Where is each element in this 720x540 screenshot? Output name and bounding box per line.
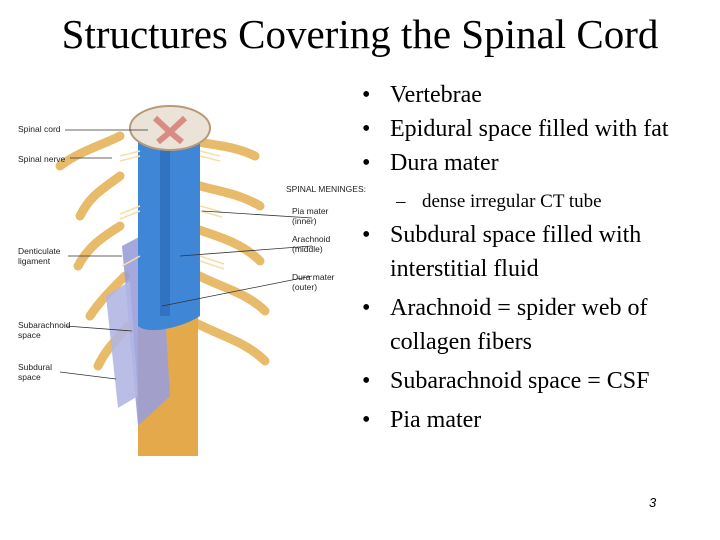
sub-bullet-text: dense irregular CT tube: [422, 191, 602, 212]
bullet-text: Dura mater: [390, 150, 499, 176]
label-dura-mater-note: (outer): [292, 282, 318, 292]
label-meninges-heading: SPINAL MENINGES:: [286, 184, 366, 194]
bullet-text-line1: Subdural space filled with: [390, 222, 642, 248]
label-denticulate-line2: ligament: [18, 256, 51, 266]
bullet-text: Epidural space filled with fat: [390, 116, 669, 142]
bullet-text-line2: collagen fibers: [390, 329, 532, 355]
label-spinal-cord: Spinal cord: [18, 124, 61, 134]
label-subdural-space: Subdural space: [18, 362, 52, 382]
bullet-marker: •: [362, 368, 371, 394]
bullet-marker: •: [362, 82, 371, 108]
bullet-marker: •: [362, 116, 371, 142]
bullet-vertebrae: • Vertebrae: [354, 78, 720, 112]
label-subdural-line1: Subdural: [18, 362, 53, 372]
spinal-cord-diagram: Spinal cord Spinal nerve SPINAL MENINGES…: [10, 96, 382, 466]
label-pia-mater-note: (inner): [292, 216, 317, 226]
label-spinal-nerve: Spinal nerve: [18, 154, 66, 164]
bullet-text: Pia mater: [390, 407, 482, 433]
bullet-marker: •: [362, 407, 371, 433]
bullet-marker: •: [362, 222, 371, 248]
nerve-rootlets: [119, 150, 225, 270]
bullet-text: Subarachnoid space = CSF: [390, 368, 650, 394]
sub-bullet-marker: –: [396, 191, 406, 212]
label-spinal-meninges: SPINAL MENINGES:: [286, 184, 366, 194]
label-dura-mater: Dura mater (outer): [292, 272, 335, 292]
label-denticulate-line1: Denticulate: [18, 246, 61, 256]
bullet-pia-mater: • Pia mater: [354, 403, 720, 437]
bullet-marker: •: [362, 150, 371, 176]
bullet-text-line2: interstitial fluid: [390, 256, 539, 282]
label-denticulate-ligament: Denticulate ligament: [18, 246, 61, 266]
bullet-subdural-space: • Subdural space filled with interstitia…: [354, 218, 720, 286]
label-arachnoid-note: (middle): [292, 244, 323, 254]
label-pia-mater: Pia mater (inner): [292, 206, 328, 226]
spinal-cord-illustration: [55, 105, 313, 456]
label-subarachnoid-space: Subarachnoid space: [18, 320, 70, 340]
bullet-text: Vertebrae: [390, 82, 482, 108]
bullet-text-line1: Arachnoid = spider web of: [390, 295, 648, 321]
slide-title: Structures Covering the Spinal Cord: [61, 11, 659, 57]
label-dura-mater-name: Dura mater: [292, 272, 335, 282]
label-arachnoid-name: Arachnoid: [292, 234, 331, 244]
arachnoid-fold: [106, 281, 138, 408]
sub-bullet-dense-irregular-ct: – dense irregular CT tube: [354, 188, 720, 216]
bullet-epidural-space: • Epidural space filled with fat: [354, 112, 720, 146]
gray-matter: [152, 115, 188, 145]
page-number: 3: [649, 495, 657, 510]
bullet-dura-mater: • Dura mater: [354, 146, 720, 180]
bullet-subarachnoid-space: • Subarachnoid space = CSF: [354, 364, 720, 398]
label-arachnoid: Arachnoid (middle): [292, 234, 330, 254]
bullet-list: • Vertebrae • Epidural space filled with…: [354, 78, 720, 437]
label-subarachnoid-line2: space: [18, 330, 41, 340]
label-subarachnoid-line1: Subarachnoid: [18, 320, 71, 330]
label-subdural-line2: space: [18, 372, 41, 382]
bullet-marker: •: [362, 295, 371, 321]
leader-lines: [59, 129, 313, 380]
bullet-arachnoid: • Arachnoid = spider web of collagen fib…: [354, 291, 720, 359]
pia-mater-groove: [160, 136, 170, 316]
label-pia-mater-name: Pia mater: [292, 206, 329, 216]
